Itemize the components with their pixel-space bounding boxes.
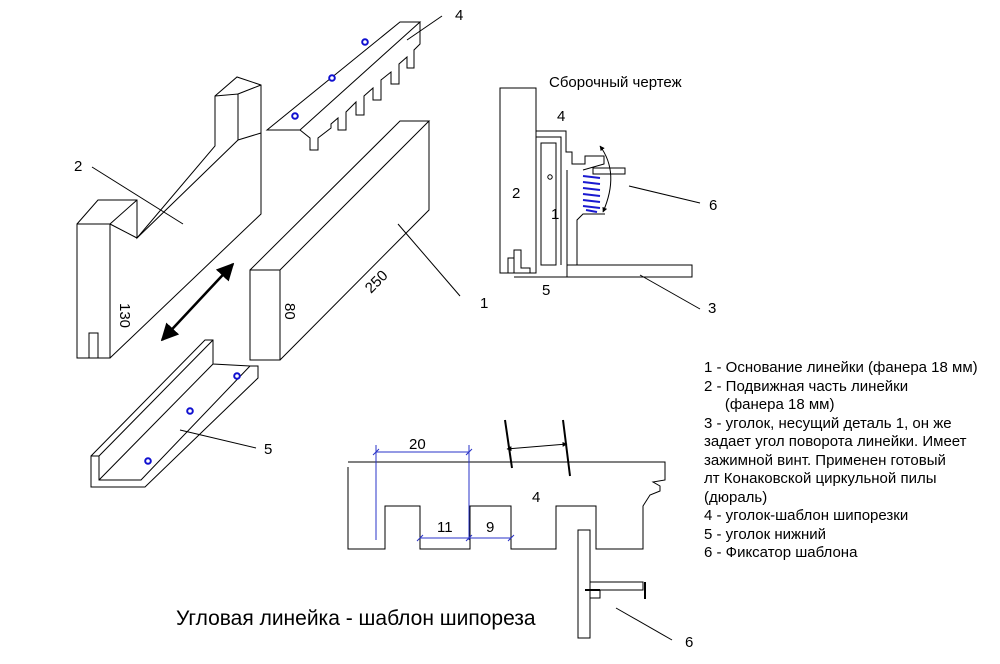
part-1-ruler-base — [249, 120, 431, 361]
legend-line: 2 - Подвижная часть линейки — [704, 377, 909, 395]
label-assembly-6: 6 — [709, 197, 717, 214]
label-part-2: 2 — [74, 158, 82, 175]
label-assembly-1: 1 — [551, 206, 559, 223]
label-template-6: 6 — [685, 634, 693, 651]
legend-line: зажимной винт. Применен готовый — [704, 451, 946, 469]
legend-line: задает угол поворота линейки. Имеет — [704, 433, 967, 450]
legend-line: 5 - уголок нижний — [704, 525, 827, 543]
dimension-9: 9 — [486, 519, 494, 536]
dimension-130: 130 — [116, 303, 133, 328]
label-assembly-5: 5 — [542, 282, 550, 299]
legend-line: 4 - уголок-шаблон шипорезки — [704, 507, 909, 524]
spring-icon — [582, 175, 601, 213]
assembly-cross-section — [499, 87, 693, 278]
leader-lines — [91, 15, 701, 641]
dimension-80: 80 — [281, 303, 298, 320]
screw-hole-icon — [361, 38, 369, 46]
label-part-5: 5 — [264, 441, 272, 458]
template-profile — [347, 419, 666, 639]
part-2-movable-ruler — [76, 76, 262, 359]
dimension-11: 11 — [437, 519, 453, 536]
label-template-4: 4 — [532, 489, 540, 506]
legend-line: лт Конаковской циркульной пилы — [704, 470, 937, 487]
screw-hole-icon — [328, 74, 336, 82]
part-labels: 2 1 4 5 4 2 1 5 3 6 4 6 — [74, 7, 717, 651]
dimension-250: 250 — [362, 267, 392, 297]
screw-hole-icon — [291, 112, 299, 120]
legend-line: 3 - уголок, несущий деталь 1, он же — [704, 414, 952, 432]
label-part-4: 4 — [455, 7, 463, 24]
assembly-direction-arrow — [160, 262, 235, 342]
part-4-template-angle — [265, 21, 422, 151]
legend-line: (фанера 18 мм) — [704, 396, 835, 413]
assembly-drawing-title: Сборочный чертеж — [549, 74, 682, 91]
label-assembly-3: 3 — [708, 300, 716, 317]
drawing-title: Угловая линейка - шаблон шипореза — [176, 607, 536, 630]
part-5-lower-angle — [90, 339, 259, 488]
dimension-labels: 130 80 250 20 11 9 — [116, 267, 494, 536]
legend-line: (дюраль) — [704, 488, 768, 506]
label-assembly-2: 2 — [512, 185, 520, 202]
legend-line: 6 - Фиксатор шаблона — [704, 544, 858, 561]
screw-hole-icon — [186, 407, 194, 415]
label-part-1: 1 — [480, 295, 488, 312]
parts-legend: 1 - Основание линейки (фанера 18 мм) 2 -… — [704, 359, 978, 563]
screw-hole-icon — [144, 457, 152, 465]
legend-line: 1 - Основание линейки (фанера 18 мм) — [704, 359, 978, 376]
screw-hole-icon — [233, 372, 241, 380]
dimension-20: 20 — [409, 436, 426, 453]
label-assembly-4: 4 — [557, 108, 565, 125]
